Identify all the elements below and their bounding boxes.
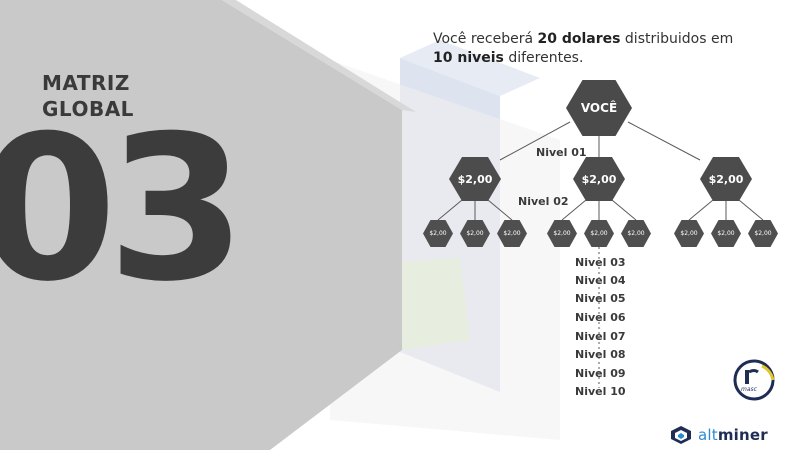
hex-level2: $2,00 (584, 220, 614, 247)
headline-middle: distribuidos em (620, 31, 734, 47)
nivel-label: Nivel 03 (575, 256, 626, 269)
connector-l1a-3 (487, 199, 513, 221)
connector-root-right (627, 121, 701, 161)
bg-gray-panel (0, 0, 402, 450)
headline-prefix: Você receberá (433, 31, 538, 47)
connector-l1c-3 (738, 199, 764, 221)
nivel-label: Nivel 06 (575, 311, 626, 324)
headline-amount: 20 dolares (537, 31, 621, 47)
connector-root-left (499, 121, 571, 161)
connector-l1b-3 (611, 199, 637, 221)
hex-level2: $2,00 (711, 220, 741, 247)
connector-l1b-1 (561, 199, 587, 221)
big-number: 03 (0, 120, 246, 300)
nivel-label: Nivel 10 (575, 385, 626, 398)
hex-level2: $2,00 (674, 220, 704, 247)
nivel-label: Nivel 08 (575, 348, 626, 361)
headline-suffix: diferentes. (503, 50, 584, 66)
nivel-label: Nivel 07 (575, 330, 626, 343)
nivel-label: Nivel 04 (575, 274, 626, 287)
rmasc-badge-logo: masc (733, 359, 775, 401)
altminer-logo: altminer (670, 424, 790, 446)
hex-level2: $2,00 (423, 220, 453, 247)
nivel-label: Nivel 05 (575, 292, 626, 305)
badge-text: masc (741, 386, 758, 393)
title-line-1: MATRIZ (42, 71, 130, 95)
hex-level2: $2,00 (621, 220, 651, 247)
hex-level2: $2,00 (497, 220, 527, 247)
nivel-label: Nivel 02 (518, 195, 569, 208)
bg-gray-panel-edge (222, 0, 416, 112)
bg-blue-block-top (400, 40, 540, 96)
hex-level2: $2,00 (547, 220, 577, 247)
altminer-mark-icon (671, 426, 691, 444)
title-line-2: GLOBAL (42, 97, 134, 121)
hex-level1-right: $2,00 (700, 157, 752, 201)
hex-root-voce: VOCÊ (566, 80, 632, 136)
altminer-wordmark: altminer (698, 426, 768, 444)
headline-text: Você receberá 20 dolares distribuidos em… (433, 30, 773, 68)
connector-l1a-1 (437, 199, 463, 221)
nivel-label: Nivel 09 (575, 367, 626, 380)
headline-levels: 10 niveis (433, 50, 504, 66)
connector-l1c-1 (688, 199, 714, 221)
hex-level2: $2,00 (460, 220, 490, 247)
nivel-label: Nivel 01 (536, 146, 587, 159)
matriz-global-title: MATRIZ GLOBAL (42, 70, 242, 122)
hex-level2: $2,00 (748, 220, 778, 247)
hex-level1-center: $2,00 (573, 157, 625, 201)
